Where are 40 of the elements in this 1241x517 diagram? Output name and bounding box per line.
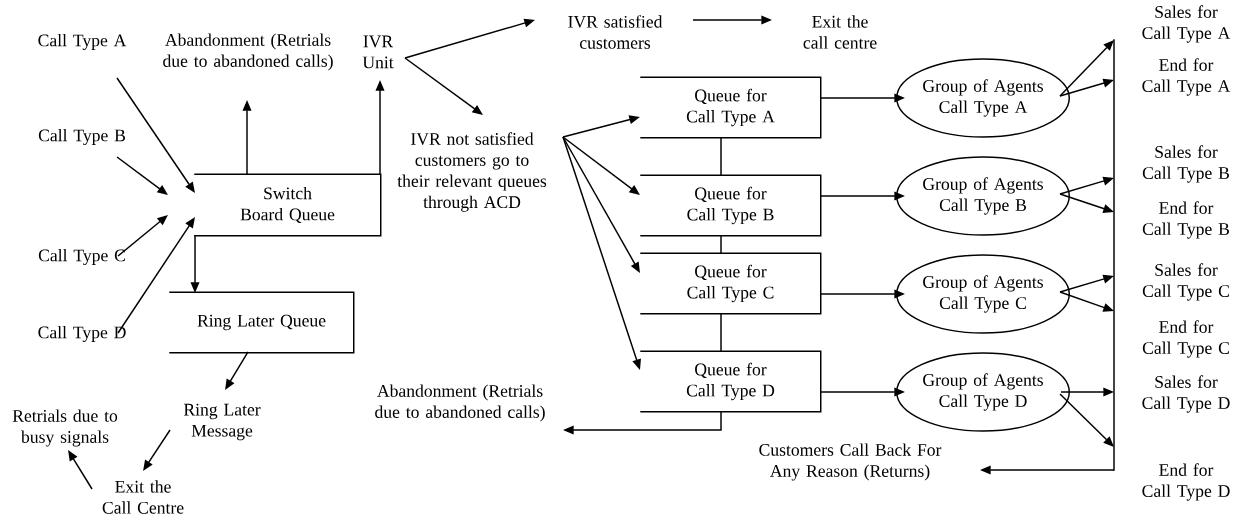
source-label: Call Type B [38,129,125,145]
arrow [1059,393,1114,447]
outcome-label: End for Call Type D [1142,463,1230,501]
arrow [225,351,249,390]
arrow [116,77,195,193]
outflow-label: IVR satisfied customers [568,15,663,49]
outflow-label: Abandonment (Retrials due to abandoned calls) [375,384,545,422]
outcome-label: Sales for Call Type A [1142,5,1231,43]
arrow [143,429,171,471]
arrow [562,136,640,195]
outflow-label: Retrials due to busy signals [12,409,118,447]
routing-label: IVR not satisfied customers go to their relevant queues through ACD [397,132,547,212]
unit-label: IVR Unit [362,35,394,69]
queue-box: Queue for Call Type B [639,174,822,237]
source-label: Call Type D [38,326,126,342]
arrow [117,217,195,334]
returns-label: Customers Call Back For Any Reason (Returns) [759,443,942,481]
arrow [404,57,483,115]
queue-box: Queue for Call Type A [639,76,822,139]
outcome-label: Sales for Call Type D [1142,375,1230,413]
queue-box: Queue for Call Type D [639,350,822,413]
message-label: Ring Later Message [183,403,261,441]
outcome-label: End for Call Type B [1142,201,1229,239]
arrow [68,450,93,490]
arrow [1059,40,1114,97]
exit-label: Exit the Call Centre [102,480,184,514]
queue-box: Switch Board Queue [193,173,382,237]
outflow-label: Abandonment (Retrials due to abandoned calls) [163,33,333,71]
outcome-label: End for Call Type A [1142,58,1231,96]
source-label: Call Type C [38,249,125,265]
outcome-label: Sales for Call Type C [1142,263,1229,301]
arrow [116,156,168,195]
arrow [562,136,640,273]
arrow [117,215,168,257]
outcome-label: End for Call Type C [1142,320,1229,358]
source-label: Call Type A [38,34,127,50]
queue-box: Ring Later Queue [168,291,355,354]
queue-box: Queue for Call Type C [639,252,822,315]
outcome-label: Sales for Call Type B [1142,145,1229,183]
exit-label: Exit the call centre [803,15,877,49]
